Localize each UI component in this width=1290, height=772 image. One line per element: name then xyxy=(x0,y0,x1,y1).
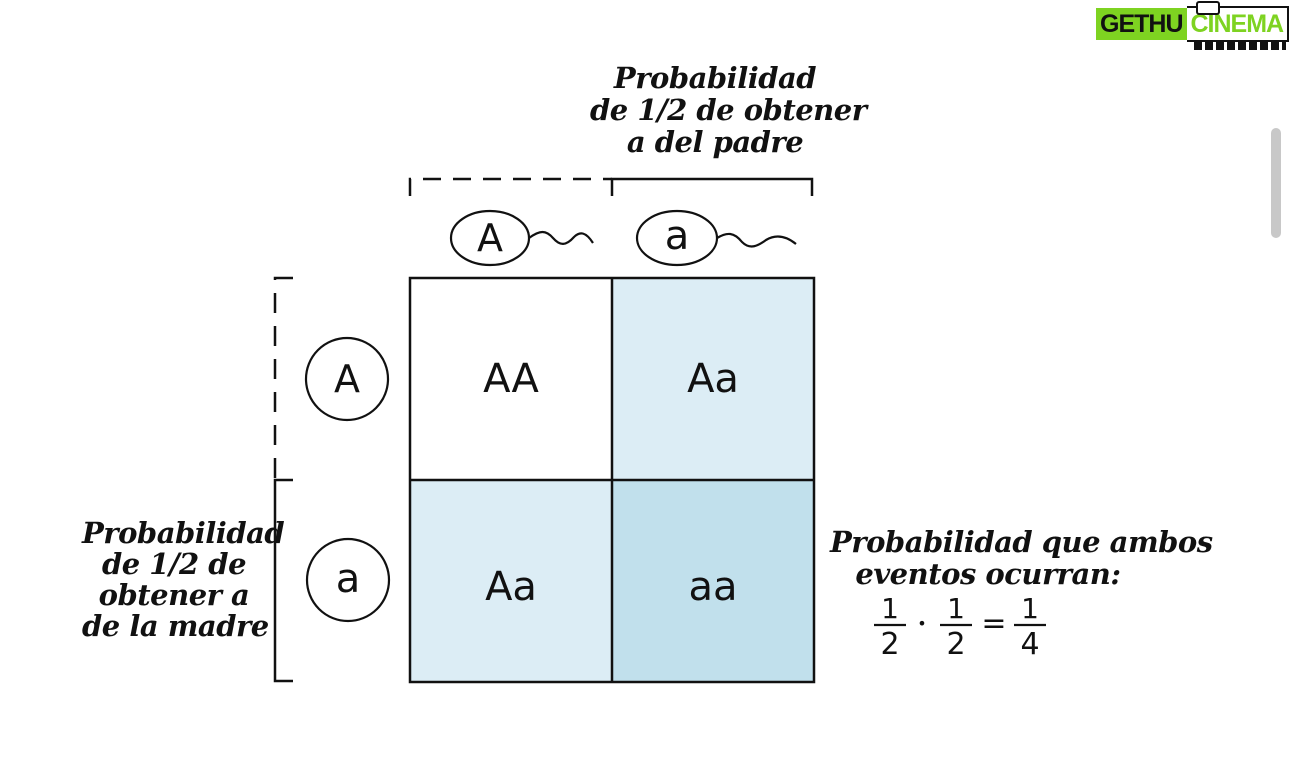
formula-numerator-2: 1 xyxy=(947,591,965,625)
cell-bg-Aa-top xyxy=(612,278,814,480)
father-note-line-2: de 1/2 de obtener xyxy=(590,93,867,127)
punnett-grid xyxy=(408,276,816,684)
egg-circle-a xyxy=(305,537,391,623)
formula-numerator-3: 1 xyxy=(1021,591,1039,625)
punnett-cell-aa: aa xyxy=(688,564,738,610)
father-note-line-1: Probabilidad xyxy=(613,61,817,95)
mother-probability-note: Probabilidad de 1/2 de obtener a de la m… xyxy=(82,516,285,643)
father-note-line-3: a del padre xyxy=(626,125,804,159)
father-dashed-bracket xyxy=(408,177,612,196)
vertical-scrollbar[interactable] xyxy=(1271,128,1281,238)
mother-note-line-1: Probabilidad xyxy=(82,516,285,550)
father-solid-bracket xyxy=(610,177,814,196)
film-strip-icon xyxy=(1194,42,1286,50)
mother-allele-A: A xyxy=(334,357,360,401)
punnett-cell-Aa-bottom: Aa xyxy=(485,564,537,610)
formula-numerator-1: 1 xyxy=(881,591,899,625)
camera-icon xyxy=(1196,1,1220,15)
formula-denominator-1: 2 xyxy=(880,626,900,662)
cell-bg-aa xyxy=(612,480,814,682)
cell-bg-Aa-bottom xyxy=(410,480,612,682)
mother-note-line-3: obtener a xyxy=(98,578,250,612)
egg-circle-A xyxy=(304,336,390,422)
mother-solid-bracket xyxy=(273,478,293,683)
formula-denominator-3: 4 xyxy=(1020,626,1040,662)
both-note-line-2: eventos ocurran: xyxy=(855,557,1121,591)
formula-denominator-2: 2 xyxy=(946,626,966,662)
formula-equals: = xyxy=(981,605,1007,641)
father-allele-A: A xyxy=(477,216,503,260)
punnett-cell-Aa-top: Aa xyxy=(687,356,739,402)
mother-allele-a: a xyxy=(335,556,361,602)
mother-note-line-4: de la madre xyxy=(82,609,269,643)
sperm-tail-A xyxy=(528,230,594,245)
mother-note-line-2: de 1/2 de xyxy=(101,547,247,581)
punnett-cell-AA: AA xyxy=(483,356,539,402)
formula-dot: • xyxy=(917,613,927,633)
father-probability-note: Probabilidad de 1/2 de obtener a del pad… xyxy=(590,61,867,159)
gethucinema-logo: GETHU CINEMA xyxy=(1096,1,1290,50)
father-allele-a: a xyxy=(664,213,690,259)
cell-bg-AA xyxy=(410,278,612,480)
sperm-tail-a xyxy=(716,232,797,248)
logo-text-gethu: GETHU xyxy=(1096,8,1187,40)
mother-dashed-bracket xyxy=(273,276,293,480)
